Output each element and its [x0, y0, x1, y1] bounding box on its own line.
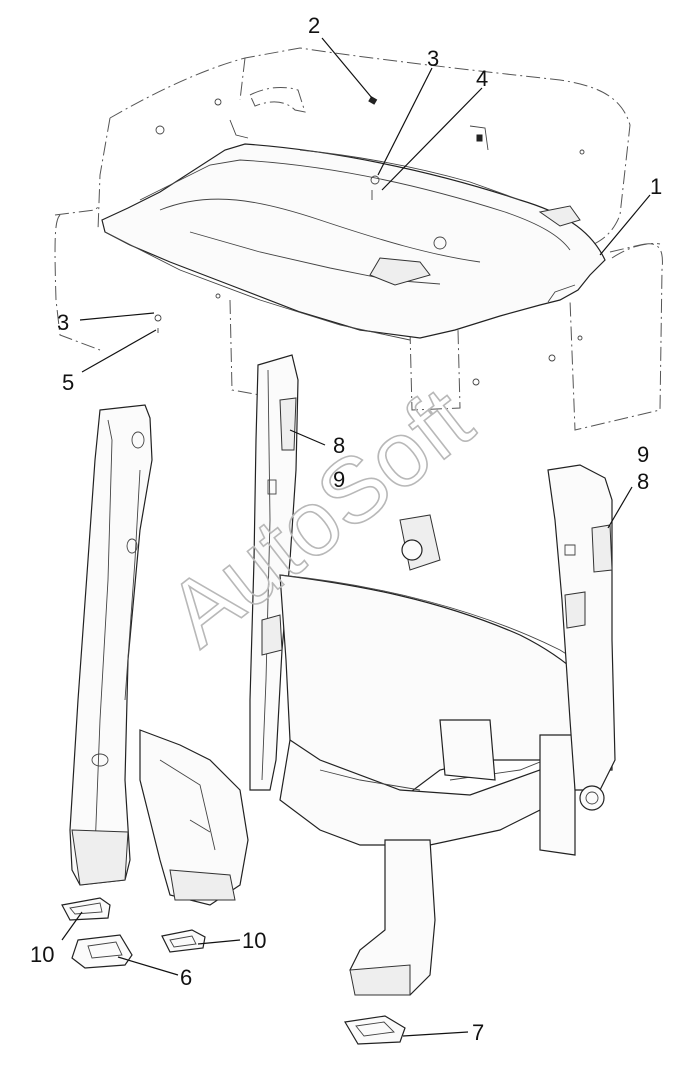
leader-lines: [61, 37, 651, 1037]
right-pillar-trim: [547, 464, 616, 811]
rear-shelf-trim: [279, 514, 613, 856]
callout-10: 10: [242, 928, 266, 953]
seals-and-gaskets: [61, 897, 406, 1045]
callout-10: 10: [30, 942, 54, 967]
callout-4: 4: [476, 66, 488, 91]
callout-9: 9: [333, 467, 345, 492]
callout-1: 1: [650, 174, 662, 199]
left-quarter-trim: [139, 729, 249, 906]
callout-3: 3: [427, 46, 439, 71]
lower-center-trim: [349, 839, 436, 996]
fasteners: [154, 98, 585, 386]
roof-ghost-outline: [54, 47, 663, 431]
callout-7: 7: [472, 1020, 484, 1045]
left-pillar-trim: [69, 404, 153, 886]
callout-8: 8: [333, 433, 345, 458]
headliner-panel: [101, 96, 606, 341]
callout-8: 8: [637, 469, 649, 494]
callout-labels: 2 3 4 1 3 5 8 9 9 8 10 10 6 7: [30, 13, 662, 1045]
callout-6: 6: [180, 965, 192, 990]
callout-2: 2: [308, 13, 320, 38]
center-pillar-trim: [249, 354, 299, 791]
callout-9: 9: [637, 442, 649, 467]
callout-5: 5: [62, 370, 74, 395]
callout-3: 3: [57, 310, 69, 335]
